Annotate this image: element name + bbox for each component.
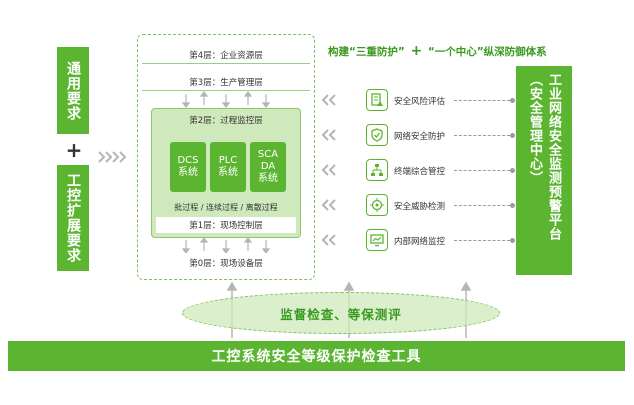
layer-0-label: 第0层：现场设备层 xyxy=(189,259,263,269)
network-nodes-icon xyxy=(366,159,388,181)
left-chevron-icon xyxy=(321,234,336,246)
left-chevron-icon xyxy=(321,164,336,176)
monitor-chart-icon xyxy=(366,229,388,251)
shield-check-icon xyxy=(366,124,388,146)
scada-system-box: SCA DA 系统 xyxy=(250,142,286,192)
security-item: 终端综合管控 xyxy=(318,158,516,182)
layer-3: 第3层：生产管理层 xyxy=(142,73,310,91)
target-icon xyxy=(366,194,388,216)
left-chevron-icon xyxy=(321,199,336,211)
layer-3-label: 第3层：生产管理层 xyxy=(189,77,263,88)
scada-line1: SCA xyxy=(257,149,279,160)
security-item-label: 安全威胁检测 xyxy=(394,202,446,212)
plc-system-box: PLC 系统 xyxy=(210,142,246,192)
up-down-arrows-lower-icon xyxy=(181,238,271,253)
security-item-label: 内部网络监控 xyxy=(394,237,446,247)
inspection-tool-bar: 工控系统安全等级保护检查工具 xyxy=(8,341,625,371)
connector-dot xyxy=(510,133,515,138)
connector-line xyxy=(454,240,510,241)
inspection-oval-label: 监督检查、等保测评 xyxy=(280,306,402,322)
dcs-line2: 系统 xyxy=(178,167,198,178)
layer-4: 第4层：企业资源层 xyxy=(142,46,310,64)
process-types-label: 批过程 / 连续过程 / 离散过程 xyxy=(174,203,278,212)
security-item: 安全风险评估 xyxy=(318,88,516,112)
defense-title: 构建“三重防护” + “一个中心”纵深防御体系 xyxy=(328,43,588,59)
security-item-label: 网络安全防护 xyxy=(394,132,446,142)
connector-line xyxy=(454,100,510,101)
layer-2-label: 第2层：过程监控层 xyxy=(189,116,263,126)
chevron-arrow-icon xyxy=(97,148,129,163)
plus-sign: + xyxy=(65,138,83,162)
monitoring-platform-subtitle: （安全管理中心） xyxy=(527,73,542,185)
connector-dot xyxy=(510,168,515,173)
scada-line3: 系统 xyxy=(258,173,278,184)
layer-1-label: 第1层：现场控制层 xyxy=(189,221,263,231)
general-requirements-label: 通用要求 xyxy=(65,60,81,121)
plc-line2: 系统 xyxy=(218,167,238,178)
connector-line xyxy=(454,170,510,171)
connector-dot xyxy=(510,98,515,103)
security-item: 内部网络监控 xyxy=(318,228,516,252)
extended-requirements-box: 工控扩展要求 xyxy=(57,165,89,271)
dcs-system-box: DCS 系统 xyxy=(170,142,206,192)
scada-line2: DA xyxy=(260,161,276,172)
title-part1: 构建“三重防护” xyxy=(328,46,405,58)
security-item: 网络安全防护 xyxy=(318,123,516,147)
inspection-oval: 监督检查、等保测评 xyxy=(182,292,500,334)
security-item-label: 终端综合管控 xyxy=(394,167,446,177)
connector-dot xyxy=(510,238,515,243)
security-items: 安全风险评估 网络安全防护 终端综合管控 xyxy=(318,88,516,253)
connector-dot xyxy=(510,203,515,208)
extended-requirements-label: 工控扩展要求 xyxy=(65,173,81,263)
title-plus: + xyxy=(410,43,423,59)
left-chevron-icon xyxy=(321,129,336,141)
inspection-tool-label: 工控系统安全等级保护检查工具 xyxy=(211,349,422,365)
layer-0: 第0层：现场设备层 xyxy=(142,254,310,272)
security-item-label: 安全风险评估 xyxy=(394,97,446,107)
security-item: 安全威胁检测 xyxy=(318,193,516,217)
document-alert-icon xyxy=(366,89,388,111)
plc-line1: PLC xyxy=(218,155,238,166)
dcs-line1: DCS xyxy=(177,155,199,166)
layer-1: 第1层：现场控制层 xyxy=(156,217,296,233)
up-down-arrows-icon xyxy=(181,91,271,108)
title-part2: “一个中心”纵深防御体系 xyxy=(427,46,547,58)
left-chevron-icon xyxy=(321,94,336,106)
general-requirements-box: 通用要求 xyxy=(57,47,89,134)
connector-line xyxy=(454,135,510,136)
monitoring-platform-title: 工业网络安全监测预警平台 xyxy=(546,73,561,241)
connector-line xyxy=(454,205,510,206)
monitoring-platform-box: （安全管理中心） 工业网络安全监测预警平台 xyxy=(516,66,572,275)
layer-4-label: 第4层：企业资源层 xyxy=(189,50,263,61)
